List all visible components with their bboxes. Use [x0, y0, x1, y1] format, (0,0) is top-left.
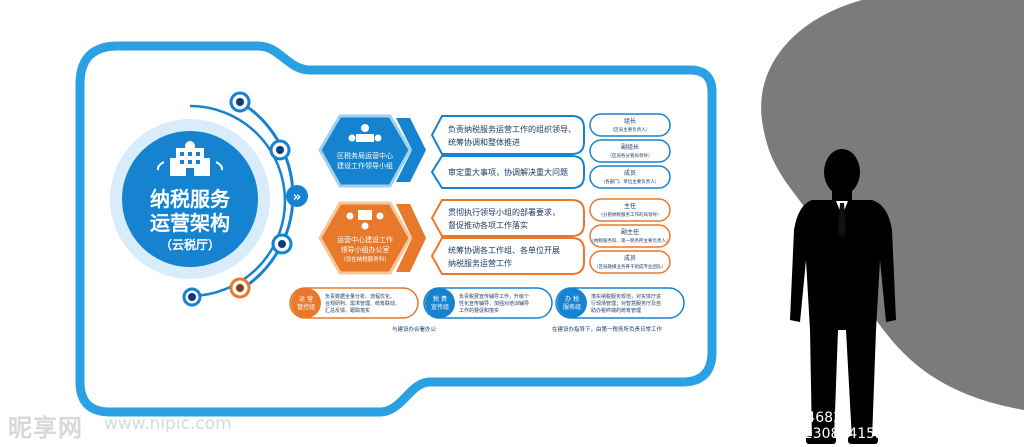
main-title-line2: 运营架构 [150, 211, 230, 235]
role-4-title: 主任 [624, 202, 636, 210]
group-card-2 [423, 287, 553, 319]
spotlight-shape [761, 0, 1024, 410]
hex-top-line2: 建设工作领导小组 [337, 161, 393, 170]
group-2-label1: 税 费 [433, 295, 447, 303]
person-silhouette [790, 149, 896, 444]
main-circle [122, 131, 258, 267]
duty-box-4 [430, 237, 585, 275]
group-card-1 [289, 287, 419, 319]
hex-top-line1: 区税务局运营中心 [337, 151, 393, 160]
role-pill-2 [589, 139, 671, 163]
hex-bottom-line2: 领导小组办公室 [341, 245, 390, 254]
duty-1-line1: 负责纳税服务运营工作的组织领导、 [448, 124, 576, 134]
group-1-badge [291, 288, 321, 318]
role-5-desc: （纳税服务科、第一税务所主要负责人） [590, 237, 671, 244]
duty-3-line2: 督促推动各项工作落实 [448, 220, 528, 230]
watermark-url: www.nipic.com [104, 414, 232, 434]
tie [838, 203, 846, 238]
role-5-title: 副主任 [621, 228, 639, 236]
duty-1-line2: 统筹协调和整体推进 [448, 137, 520, 147]
role-1-title: 组长 [624, 117, 636, 125]
hex-top [318, 114, 412, 188]
hex-bottom [318, 201, 412, 275]
duty-3-line1: 贯彻执行领导小组的部署要求， [448, 207, 560, 217]
group-2-badge [425, 288, 455, 318]
note-right: 在建设办指导下，由第一税务所负责日常工作 [552, 325, 663, 333]
role-2-desc: （区局各分管局领导） [608, 152, 653, 159]
group-3-line3: 助办税终端的统筹管理 [591, 307, 641, 314]
node-dot-3-center [278, 240, 286, 248]
group-1-line2: 合规研判、需求管理、统筹联动、 [325, 300, 400, 307]
group-2-label2: 宣传组 [431, 303, 449, 311]
group-card-3 [555, 287, 685, 319]
duty-box-2 [430, 155, 585, 189]
group-1-line1: 负责数据全量分析、流程优化、 [325, 293, 395, 300]
duty-4-line1: 统筹协调各工作组、各单位开展 [448, 245, 560, 255]
double-chevron-icon: » [293, 190, 301, 205]
role-4-desc: （分管纳税服务工作的局领导） [599, 211, 662, 218]
role-2-title: 副组长 [621, 143, 639, 151]
role-pill-6 [589, 250, 671, 274]
group-2-line2: 性化宣传辅导，加强对培训辅导 [459, 300, 529, 307]
group-1-label2: 管控组 [297, 303, 315, 311]
group-1-line3: 汇总反馈、跟踪落实 [325, 307, 370, 314]
role-6-desc: （区局融媒业务骨干组成专业团队） [594, 263, 666, 270]
role-3-desc: （各部门、单位主要负责人） [601, 178, 660, 185]
hex-bottom-line3: （设在纳税服务科） [340, 255, 390, 263]
hex-bottom-line1: 运营中心建设工作 [337, 235, 393, 244]
role-1-desc: （区局主要负责人） [610, 126, 651, 133]
watermark-logo: 昵享网 [8, 414, 83, 442]
group-1-label1: 运 营 [299, 295, 313, 303]
duty-box-1 [430, 115, 585, 155]
main-title-line1: 纳税服务 [150, 187, 231, 211]
node-dot-4-center [236, 284, 244, 292]
group-3-label1: 办 税 [565, 295, 579, 303]
role-3-title: 成员 [624, 169, 636, 177]
chevron-icon-bottom [396, 204, 426, 272]
chevron-icon-top [396, 118, 426, 182]
meeting-icon-top [348, 124, 382, 142]
duty-2-line1: 审定重大事项，协调解决重大问题 [448, 167, 568, 177]
duty-4-line2: 纳税服务运营工作 [448, 258, 512, 268]
watermark-id: ID:27246827 NO:20230824155734837108 [760, 410, 965, 442]
role-6-title: 成员 [624, 254, 636, 262]
group-3-badge [557, 288, 587, 318]
node-arrow-circle [286, 185, 308, 207]
meeting-icon-bottom [346, 210, 384, 230]
group-3-line2: 行现场管理；对智慧服务厅及自 [591, 300, 661, 307]
role-pill-1 [589, 113, 671, 137]
note-left: 与建设办合署办公 [392, 325, 437, 333]
main-title-line3: （云税厅） [160, 237, 220, 252]
role-pill-3 [589, 165, 671, 189]
group-3-label2: 服务组 [563, 303, 581, 311]
group-2-line1: 负责税费宣传辅导工作，升级个 [459, 293, 529, 300]
node-dot-1-center [236, 98, 244, 106]
group-3-line1: 落实纳税服务规范，对实体厅进 [591, 293, 661, 300]
node-dot-2-center [276, 146, 284, 154]
role-pill-4 [589, 198, 671, 222]
building-icon [156, 141, 224, 176]
group-2-line3: 工作的督促和落实 [459, 307, 499, 314]
role-pill-5 [589, 224, 671, 248]
node-dot-5-center [188, 293, 196, 301]
duty-box-3 [430, 199, 585, 237]
